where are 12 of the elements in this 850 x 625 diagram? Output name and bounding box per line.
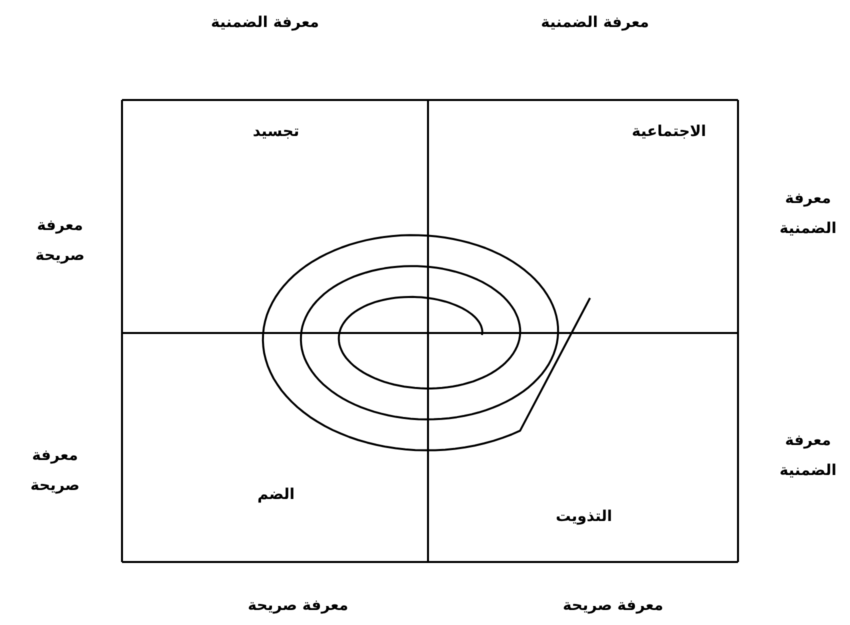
quadrant-label: الضم (257, 484, 295, 504)
axis-label: معرفة صريحة (562, 595, 664, 616)
axis-label: معرفة صريحة (248, 595, 348, 616)
axis-label: معرفة الضمنية (778, 188, 838, 239)
axis-label: معرفة الضمنية (210, 12, 320, 33)
axis-label: معرفة الضمنية (540, 12, 650, 33)
quadrant-label: الاجتماعية (632, 121, 706, 141)
quadrant-label: تجسيد (252, 121, 300, 141)
axis-label: معرفة الضمنية (778, 430, 838, 481)
axis-label: معرفة صريحة (34, 215, 86, 266)
axis-label: معرفة صريحة (29, 445, 81, 496)
quadrant-label: التذويت (556, 506, 612, 526)
